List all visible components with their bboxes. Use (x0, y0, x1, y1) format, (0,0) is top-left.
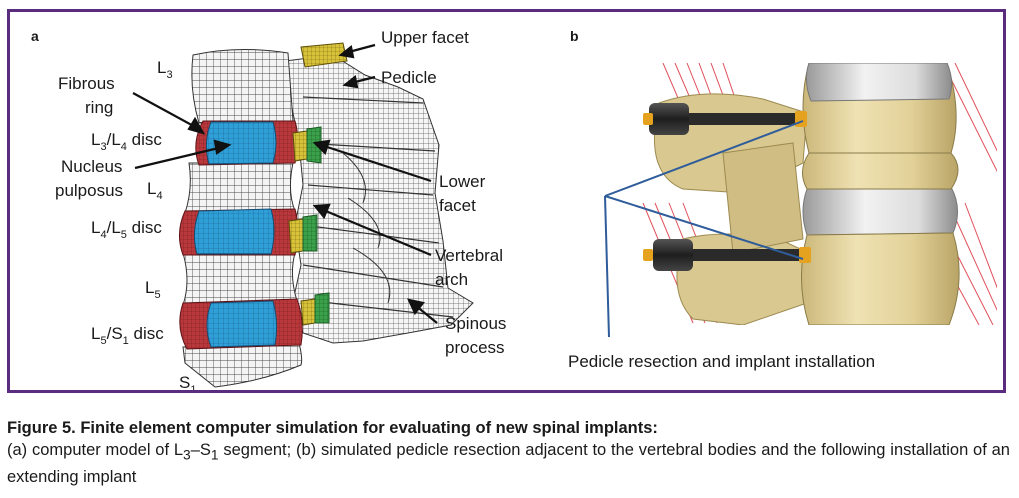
panel-b-letter: b (570, 28, 579, 44)
caption-title: Figure 5. Finite element computer simula… (7, 419, 658, 437)
implant-upper (643, 103, 807, 135)
label-s1: S1 (179, 373, 196, 390)
label-l4l5-disc: L4/L5 disc (91, 218, 162, 241)
svg-text:L4/L5 disc: L4/L5 disc (91, 218, 162, 241)
disc-middle (802, 186, 958, 236)
label-pedicle: Pedicle (381, 68, 437, 87)
svg-text:L5: L5 (145, 278, 161, 301)
lower-facet-l5 (314, 292, 330, 324)
label-fibrous-ring-line2: ring (85, 98, 113, 117)
panel-a: a (31, 28, 506, 390)
panel-b: b (568, 28, 997, 371)
svg-text:L3/L4 disc: L3/L4 disc (91, 130, 162, 153)
label-vertebral-arch-line2: arch (435, 270, 468, 289)
caption-text: (a) computer model of L3–S1 segment; (b)… (7, 441, 1010, 487)
label-lower-facet-line2: facet (439, 196, 476, 215)
figure-canvas: a (31, 28, 997, 390)
posterior-elements (284, 54, 474, 344)
lower-facet-l3 (306, 126, 322, 164)
label-lower-facet-line1: Lower (439, 172, 486, 191)
disc-l4l5 (179, 208, 299, 256)
svg-text:S1: S1 (179, 373, 196, 390)
vertebral-body-middle (802, 152, 959, 190)
svg-text:L5/S1 disc: L5/S1 disc (91, 324, 164, 347)
disc-l3l4 (195, 120, 299, 166)
panel-b-pointers (604, 120, 804, 338)
label-l3: L3 (157, 58, 173, 81)
label-nucleus-line1: Nucleus (61, 157, 122, 176)
lamina (722, 142, 804, 254)
label-l5s1-disc: L5/S1 disc (91, 324, 164, 347)
implant-lower (643, 239, 811, 271)
vertebra-l5 (182, 252, 298, 306)
label-vertebral-arch-line1: Vertebral (435, 246, 503, 265)
label-l3l4-disc: L3/L4 disc (91, 130, 162, 153)
implant-render (629, 63, 997, 325)
upper-facet-l3 (300, 42, 348, 68)
facet-l3l4-upper (292, 130, 308, 162)
vertebra-s1 (182, 342, 303, 388)
panel-a-letter: a (31, 28, 39, 44)
label-fibrous-ring-line1: Fibrous (58, 74, 115, 93)
label-upper-facet: Upper facet (381, 28, 469, 47)
label-spinous-line2: process (445, 338, 505, 357)
disc-upper (805, 63, 953, 102)
vertebra-l3 (191, 48, 294, 124)
disc-l5s1 (179, 298, 303, 350)
facet-l5s1-upper (300, 298, 316, 326)
figure-caption: Figure 5. Finite element computer simula… (7, 417, 1010, 488)
label-nucleus-line2: pulposus (55, 181, 123, 200)
label-l4: L4 (147, 179, 163, 202)
vertebral-body-lower (801, 232, 960, 325)
lower-facet-l4 (302, 214, 318, 252)
panel-a-leaders (132, 43, 438, 324)
label-pedicle-resection: Pedicle resection and implant installati… (568, 352, 875, 371)
label-spinous-line1: Spinous (445, 314, 506, 333)
label-l5: L5 (145, 278, 161, 301)
vertebra-l4 (184, 162, 296, 214)
facet-l4l5-upper (288, 218, 304, 254)
svg-text:L4: L4 (147, 179, 163, 202)
svg-text:L3: L3 (157, 58, 173, 81)
figure-frame: a (7, 9, 1006, 393)
